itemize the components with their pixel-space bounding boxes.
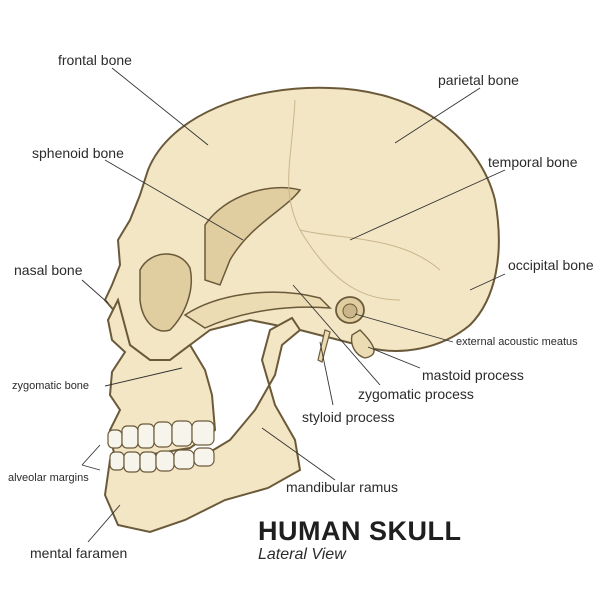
sutures bbox=[288, 99, 441, 301]
label-sphenoid-bone: sphenoid bone bbox=[32, 145, 124, 161]
ear-canal-inner bbox=[342, 303, 358, 319]
label-styloid-process: styloid process bbox=[302, 409, 395, 425]
label-temporal-bone: temporal bone bbox=[488, 154, 578, 170]
styloid bbox=[317, 329, 331, 363]
label-occipital-bone: occipital bone bbox=[508, 257, 594, 273]
label-parietal-bone: parietal bone bbox=[438, 72, 519, 88]
zygomatic-arch bbox=[183, 291, 332, 329]
label-nasal-bone: nasal bone bbox=[14, 262, 83, 278]
label-frontal-bone: frontal bone bbox=[58, 52, 132, 68]
cranium bbox=[103, 86, 500, 361]
label-alveolar-margins: alveolar margins bbox=[8, 472, 89, 484]
mandible bbox=[103, 316, 302, 534]
teeth bbox=[107, 420, 215, 473]
diagram-title: HUMAN SKULL bbox=[258, 516, 462, 546]
orbit bbox=[139, 253, 192, 332]
label-zygomatic-process: zygomatic process bbox=[358, 386, 474, 402]
mastoid bbox=[350, 329, 375, 359]
label-mental-faramen: mental faramen bbox=[30, 545, 128, 561]
label-external-acoustic-meatus: external acoustic meatus bbox=[456, 336, 578, 348]
label-mandibular-ramus: mandibular ramus bbox=[286, 479, 399, 495]
label-zygomatic-bone: zygomatic bone bbox=[12, 380, 90, 392]
leader-lines bbox=[81, 67, 506, 543]
sphenoid-region bbox=[204, 186, 302, 286]
label-mastoid-process: mastoid process bbox=[422, 367, 524, 383]
diagram-subtitle: Lateral View bbox=[258, 546, 346, 563]
